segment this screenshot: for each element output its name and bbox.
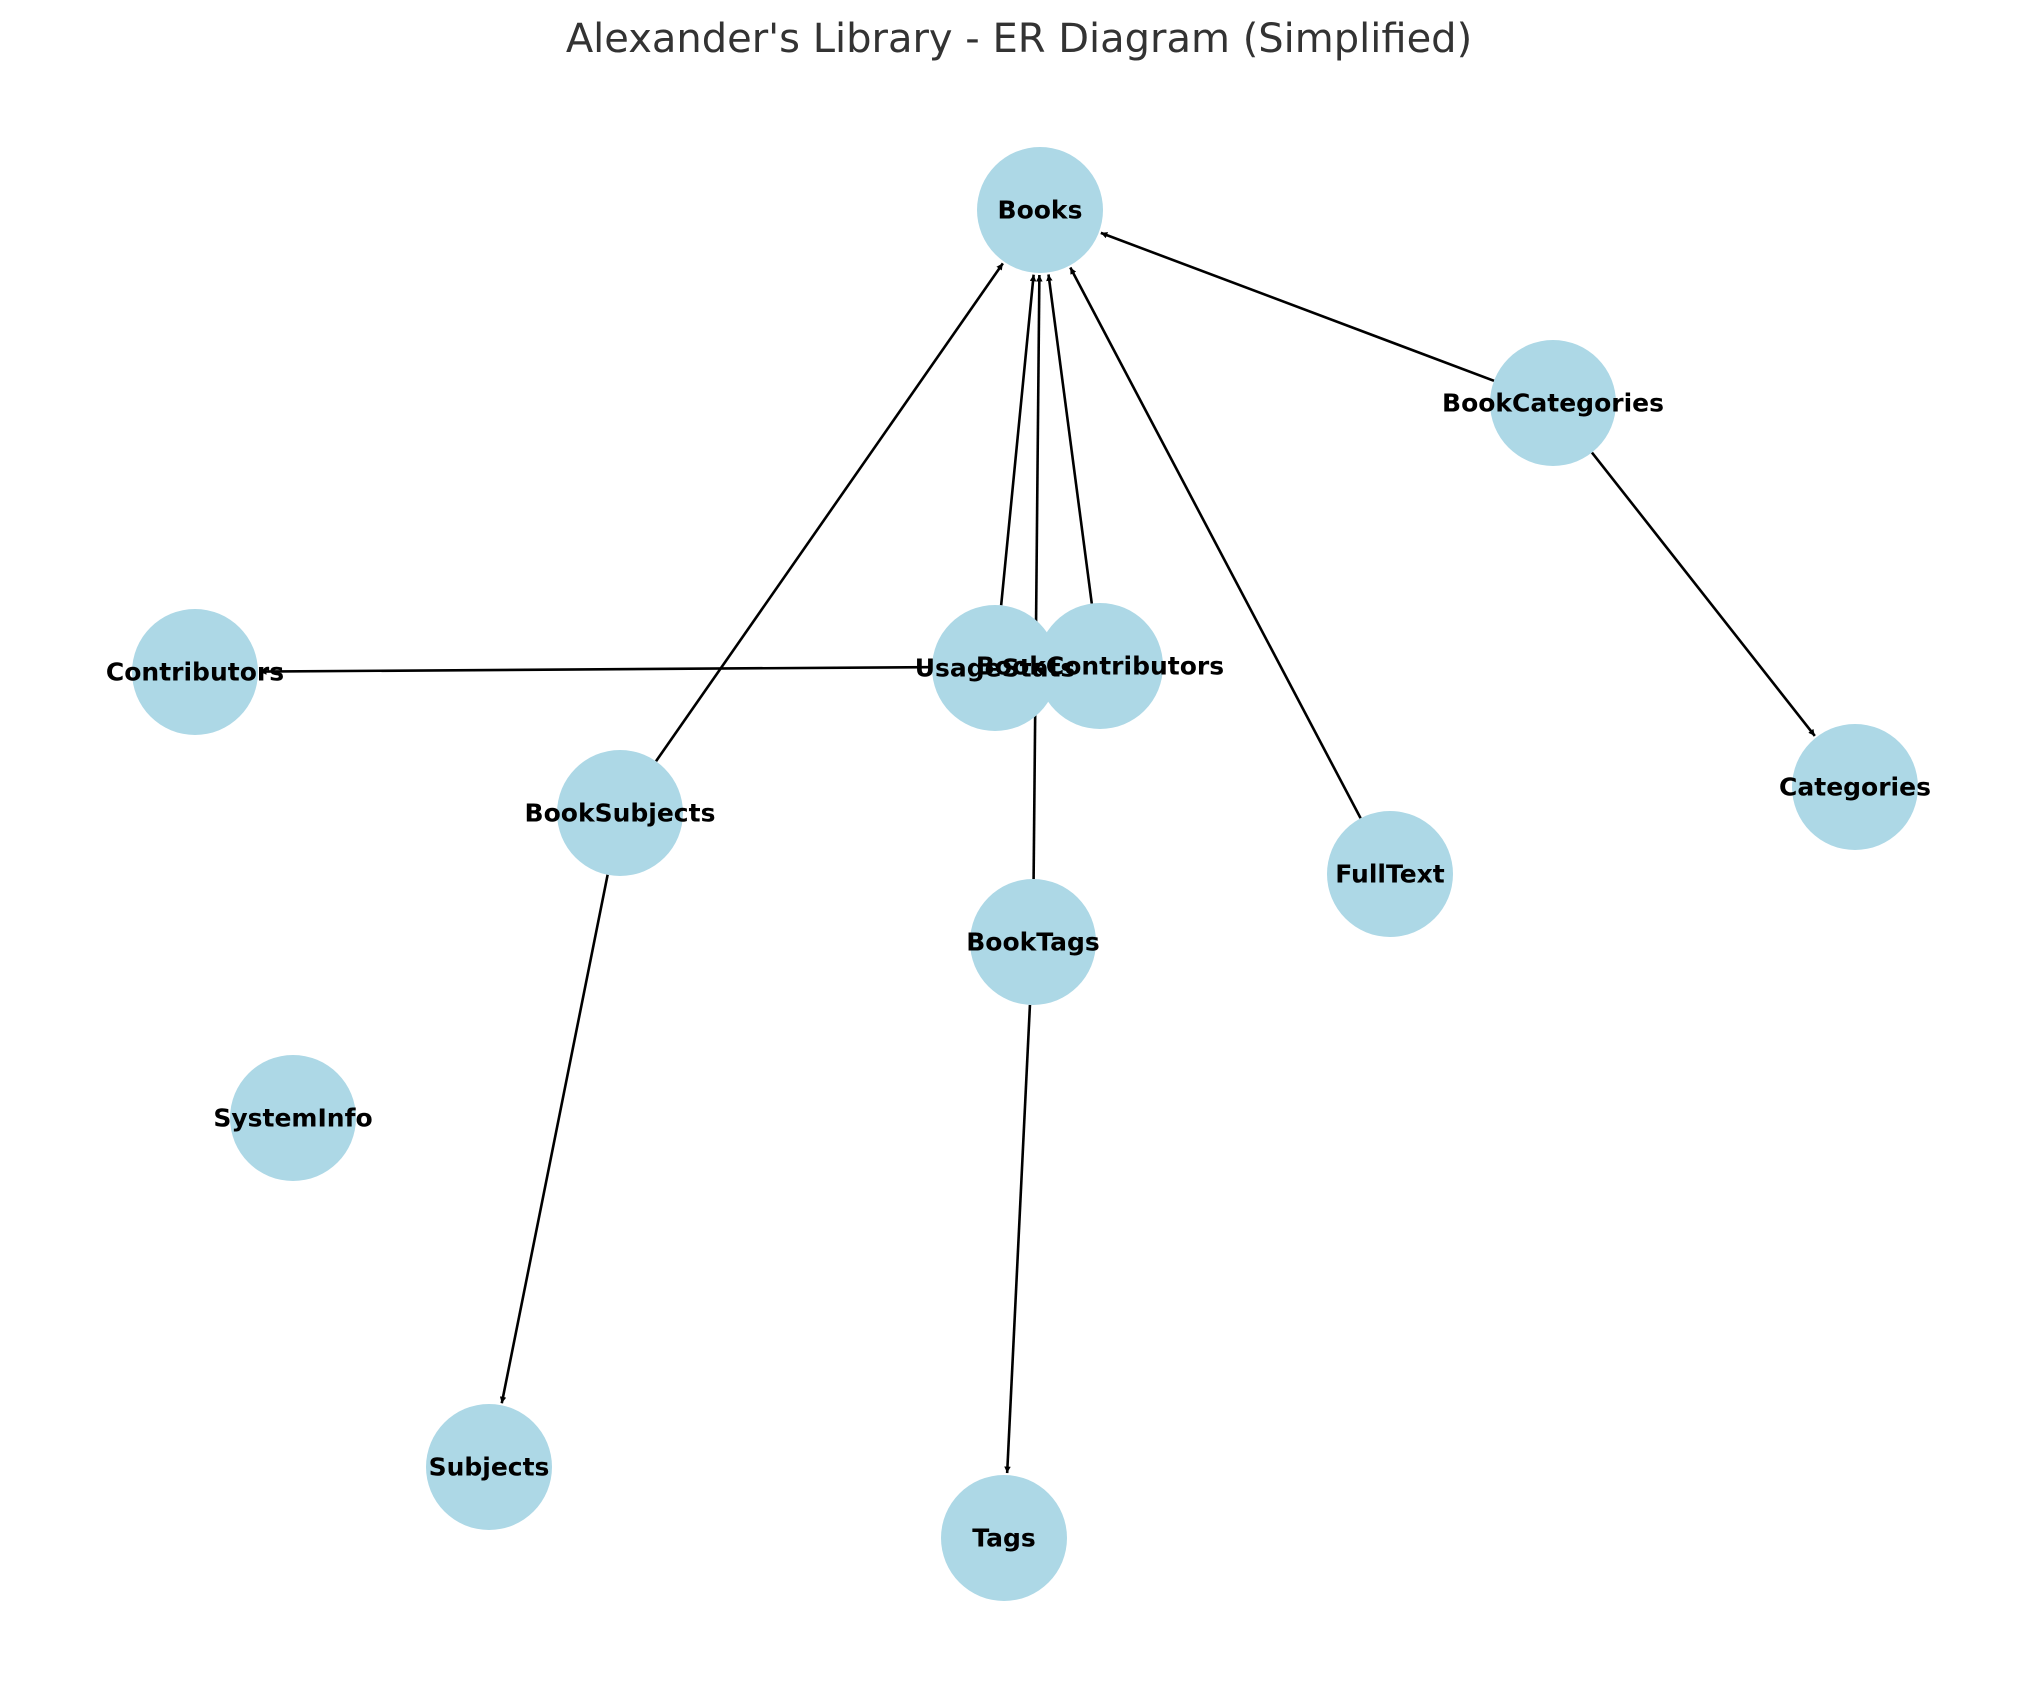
edge-bookcategories-to-categories: [1590, 451, 1816, 737]
edge-booktags-to-tags: [1004, 1004, 1032, 1474]
node-contributors[interactable]: [132, 609, 258, 735]
edge-booktags-to-books: [1032, 274, 1043, 880]
node-label-contributors: Contributors: [106, 658, 284, 687]
node-bookcategories[interactable]: [1490, 340, 1616, 466]
node-label-systeminfo: SystemInfo: [213, 1104, 372, 1133]
node-label-categories: Categories: [1779, 773, 1931, 802]
edge-booksubjects-to-books: [654, 262, 1004, 763]
node-label-usagestats: UsageStats: [915, 654, 1076, 683]
node-systeminfo[interactable]: [230, 1055, 356, 1181]
node-label-booksubjects: BookSubjects: [525, 799, 716, 828]
node-categories[interactable]: [1792, 724, 1918, 850]
node-label-booktags: BookTags: [966, 928, 1100, 957]
node-label-fulltext: FullText: [1335, 860, 1445, 889]
edges-layer: [259, 231, 1816, 1474]
edge-booksubjects-to-subjects: [499, 874, 609, 1404]
node-label-books: Books: [998, 196, 1083, 225]
node-label-bookcategories: BookCategories: [1442, 389, 1664, 418]
edge-bookcontributors-to-books: [1046, 274, 1094, 604]
node-tags[interactable]: [941, 1475, 1067, 1601]
node-label-tags: Tags: [972, 1524, 1035, 1553]
node-label-subjects: Subjects: [429, 1453, 550, 1482]
edge-usagestats-to-books: [999, 274, 1037, 606]
node-books[interactable]: [977, 147, 1103, 273]
diagram-title: Alexander's Library - ER Diagram (Simpli…: [566, 16, 1472, 62]
edge-bookcontributors-to-contributors: [259, 665, 1038, 675]
edge-bookcategories-to-books: [1100, 231, 1495, 383]
node-fulltext[interactable]: [1327, 811, 1453, 937]
edge-fulltext-to-books: [1069, 266, 1362, 819]
node-label-bookcontributors: BookContributors: [976, 652, 1224, 681]
nodes-layer: [132, 147, 1918, 1601]
node-booksubjects[interactable]: [557, 750, 683, 876]
node-booktags[interactable]: [970, 879, 1096, 1005]
node-bookcontributors[interactable]: [1037, 603, 1163, 729]
node-subjects[interactable]: [426, 1404, 552, 1530]
node-usagestats[interactable]: [932, 605, 1058, 731]
